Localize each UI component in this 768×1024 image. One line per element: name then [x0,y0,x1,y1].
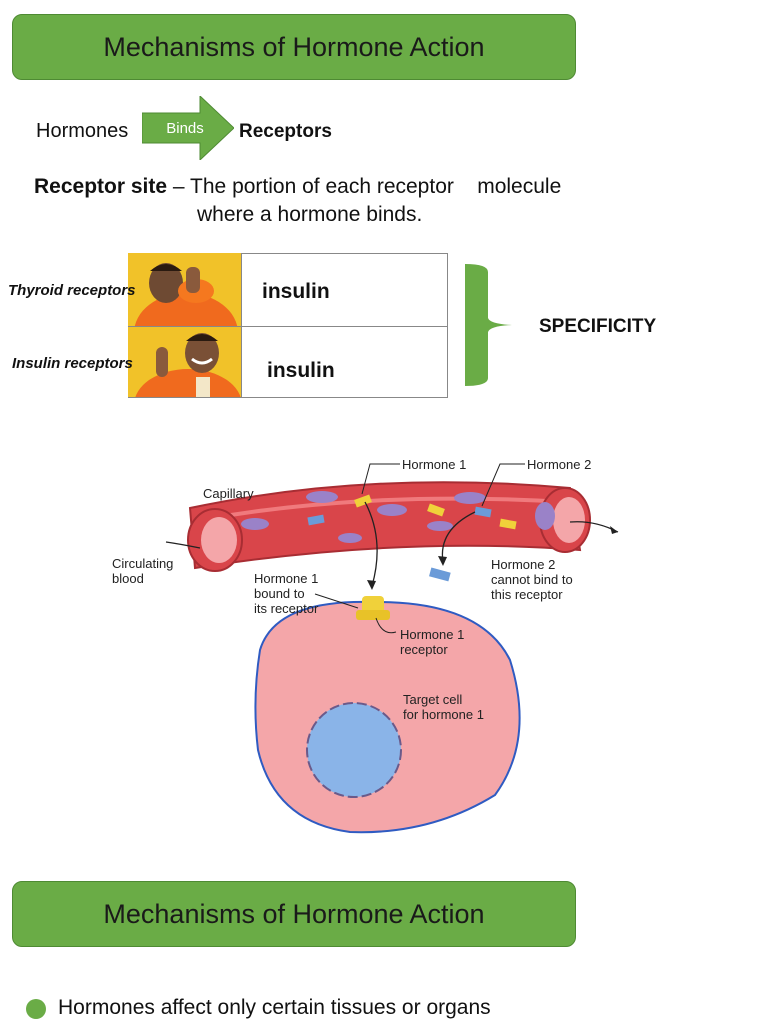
row-label-insulin: Insulin receptors [12,355,133,372]
hormone-receptor-diagram [165,463,619,834]
label-hormone2: Hormone 2 [527,457,592,472]
meme-approve-image [128,327,241,398]
specificity-brace [465,264,512,386]
flow-left-text: Hormones [36,120,129,142]
binds-arrow-label: Binds [166,120,204,137]
header-title: Mechanisms of Hormone Action [103,31,485,62]
definition-dash: – [172,175,185,198]
label-hormone1-bound: Hormone 1 bound to its receptor [254,571,319,616]
label-hormone1: Hormone 1 [402,457,467,472]
footer-title: Mechanisms of Hormone Action [103,898,485,929]
label-circulating-blood: Circulating blood [112,556,174,586]
definition-line2: where a hormone binds. [197,203,423,226]
label-target-cell: Target cell for hormone 1 [403,692,484,722]
cell-insulin-2: insulin [267,359,335,382]
table-border-bottom [128,397,448,398]
row-label-thyroid: Thyroid receptors [8,282,136,299]
table-border-top [241,253,448,254]
definition: Receptor site – The portion of each rece… [34,175,561,199]
meme-disapprove-image [128,253,241,326]
cell-insulin-1: insulin [262,280,330,303]
table-divider-horizontal [128,326,448,327]
definition-term: Receptor site [34,175,168,198]
header-banner: Mechanisms of Hormone Action [12,14,576,80]
table-border-right [447,253,448,398]
footer-banner: Mechanisms of Hormone Action [12,881,576,947]
bullet-dot [26,999,46,1019]
binds-arrow [142,96,234,160]
flow-right-text: Receptors [239,121,332,142]
label-hormone1-receptor: Hormone 1 receptor [400,627,465,657]
label-capillary: Capillary [203,486,254,501]
definition-line1: The portion of each receptor molecule [190,175,562,198]
table-divider-vertical [241,253,242,398]
label-hormone2-cannot: Hormone 2 cannot bind to this receptor [491,557,573,602]
specificity-label: SPECIFICITY [539,316,657,337]
bullet-text: Hormones affect only certain tissues or … [58,996,491,1019]
